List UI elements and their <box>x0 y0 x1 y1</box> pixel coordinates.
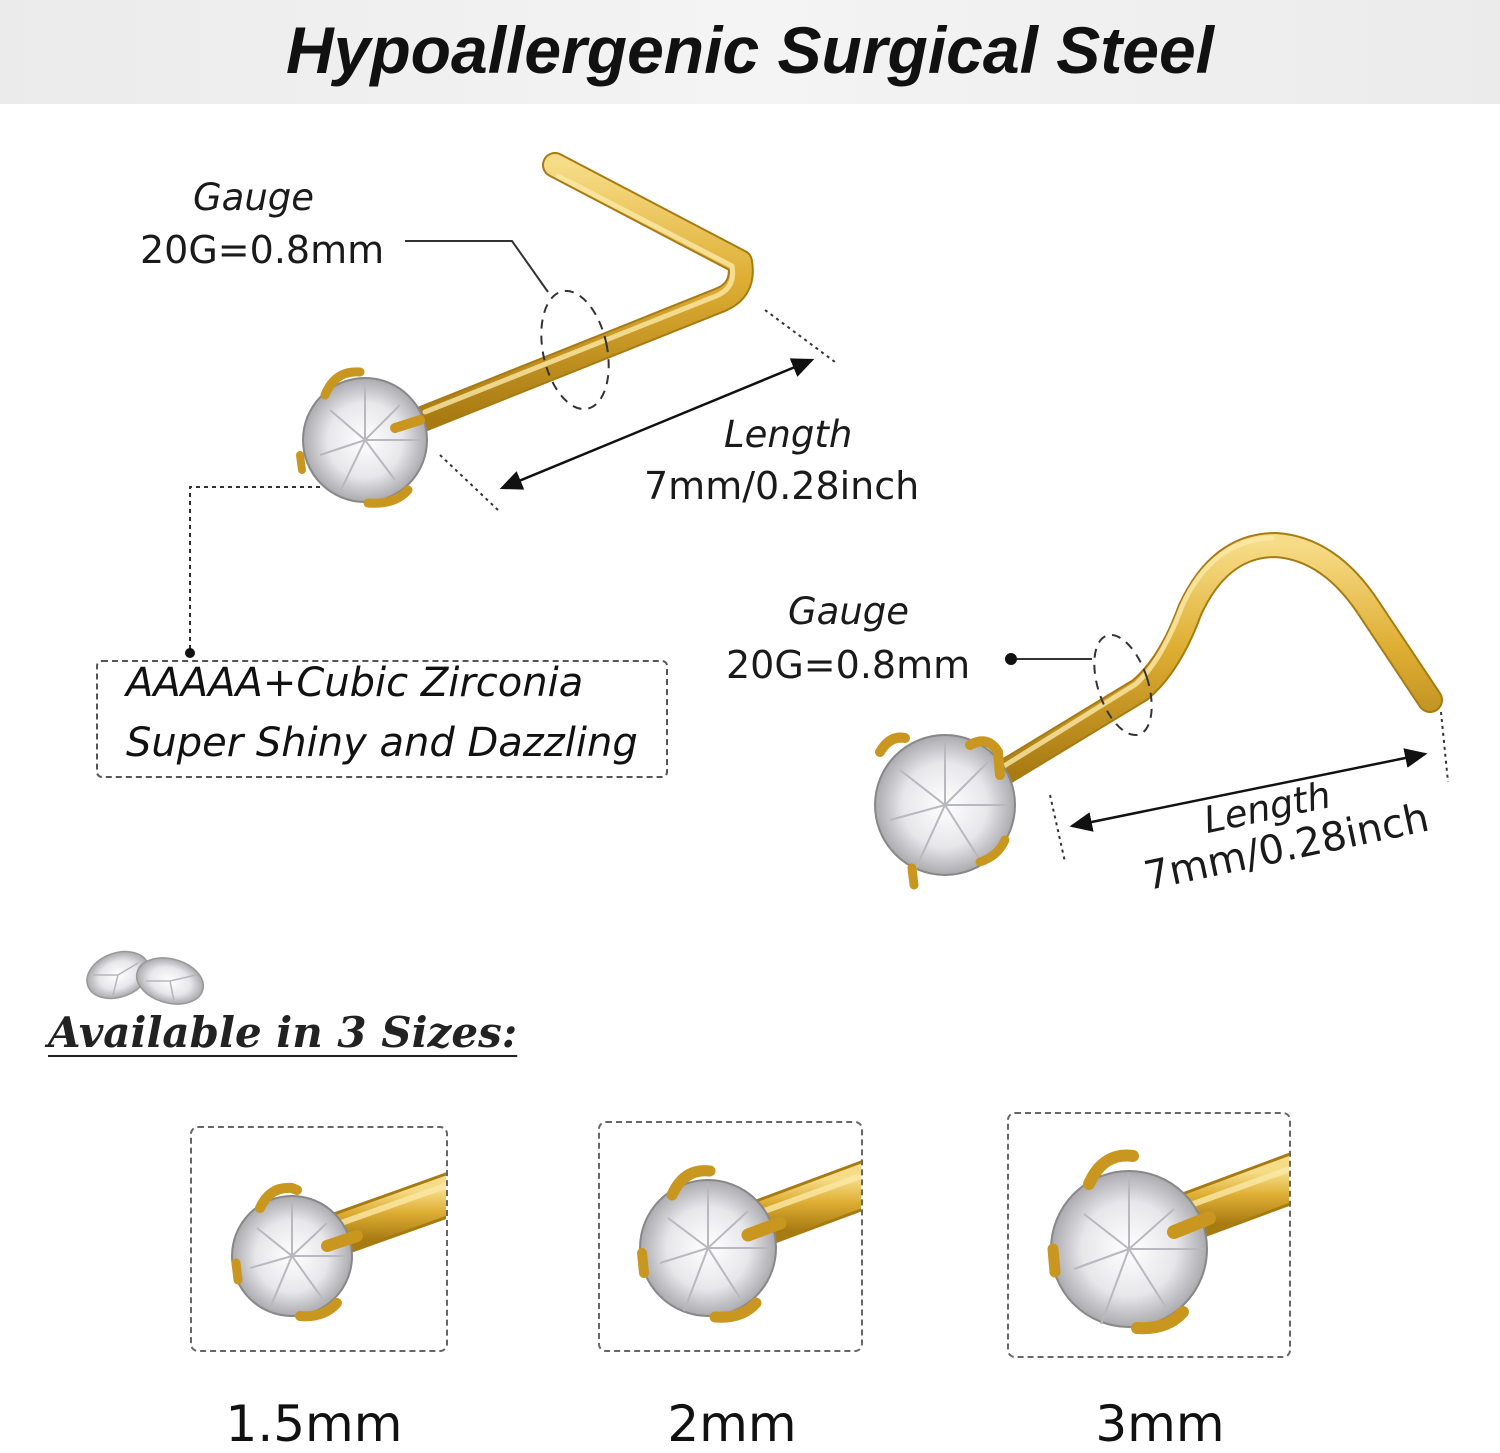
size-option-2mm <box>598 1121 863 1352</box>
size-label-2mm: 2mm <box>667 1395 797 1453</box>
zirconia-line-2: Super Shiny and Dazzling <box>126 720 638 766</box>
size-label-1-5mm: 1.5mm <box>225 1395 403 1453</box>
screw-stud-gauge-label: Gauge <box>788 590 910 633</box>
stud-closeup-illustration <box>637 1160 861 1323</box>
stud-closeup-illustration <box>1047 1149 1289 1335</box>
size-option-1-5mm <box>190 1126 448 1352</box>
l-stud-length-value: 7mm/0.28inch <box>644 464 920 508</box>
stud-closeup-illustration <box>231 1172 446 1322</box>
gems-icon <box>86 950 205 1005</box>
l-stud-gauge-value: 20G=0.8mm <box>140 228 385 272</box>
size-label-3mm: 3mm <box>1095 1395 1225 1453</box>
screw-stud-gauge-value: 20G=0.8mm <box>726 643 971 687</box>
page-title: Hypoallergenic Surgical Steel <box>286 13 1214 87</box>
header-banner <box>0 0 1500 104</box>
l-stud-gauge-label: Gauge <box>193 176 315 219</box>
size-option-3mm <box>1007 1112 1291 1358</box>
sizes-heading: Available in 3 Sizes: <box>48 1008 518 1057</box>
l-stud-length-label: Length <box>724 413 853 456</box>
zirconia-callout-box <box>96 660 668 778</box>
zirconia-line-1: AAAAA+Cubic Zirconia <box>126 660 584 706</box>
